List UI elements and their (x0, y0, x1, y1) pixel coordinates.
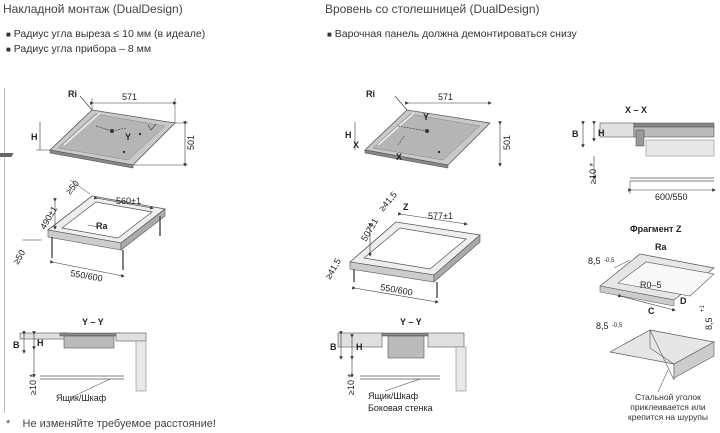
right-hob-radius: Ri (366, 89, 375, 99)
right-hob-depth: 501 (502, 135, 512, 150)
left-cutout-bottom-width: 550/600 (70, 268, 104, 283)
xx-section: X – X B H ≥10 * 600/550 (572, 105, 716, 202)
fragment-caption: Стальной уголок приклеивается или крепит… (628, 392, 708, 422)
left-cutout-corner: Ra (96, 221, 108, 231)
left-hob-section-y: Y (125, 132, 131, 142)
left-section-yy: Y – Y B H ≥10 * Ящик/Шкаф (13, 317, 147, 403)
fragment-c: C (648, 306, 655, 316)
right-cutout-zone: Z (403, 202, 409, 212)
xx-section-h: H (598, 128, 605, 138)
left-section-caption: Ящик/Шкаф (56, 393, 107, 403)
right-hob-section-x1: X (353, 140, 359, 150)
bullet-text: Радиус угла прибора – 8 мм (13, 43, 152, 55)
left-hob-width: 571 (122, 92, 137, 102)
xx-section-b: B (572, 129, 579, 139)
bullet-marker: ■ (6, 30, 11, 39)
bullet-text: Радиус угла выреза ≤ 10 мм (в идеале) (13, 28, 206, 40)
right-section-title: Y – Y (400, 317, 422, 327)
xx-section-width: 600/550 (655, 192, 688, 202)
left-hob-depth: 501 (186, 135, 196, 150)
xx-section-title: X – X (625, 105, 647, 115)
bullet-marker: ■ (327, 30, 332, 39)
left-section-title: Y – Y (82, 317, 104, 327)
footnote-text: Не изменяйте требуемое расстояние! (22, 418, 216, 430)
right-hob-section-y: Y (423, 112, 429, 122)
left-section-h: H (37, 338, 44, 348)
fragment-radius: R0–5 (640, 280, 662, 290)
fragment-dim-bottom: 8,5 (596, 321, 609, 331)
left-cutout-top-margin: ≥50 (64, 178, 81, 196)
left-bullet-2: ■ Радиус угла прибора – 8 мм (6, 43, 151, 55)
fragment-d: D (680, 296, 687, 306)
left-bullet-1: ■ Радиус угла выреза ≤ 10 мм (в идеале) (6, 28, 205, 40)
right-cutout-width: 577±1 (428, 211, 453, 221)
right-hob-section-x2: X (396, 152, 402, 162)
fragment-corner: Ra (655, 242, 667, 252)
footnote-marker: * (6, 418, 11, 430)
right-bullet-1: ■ Варочная панель должна демонтироваться… (327, 28, 577, 40)
fragment-side-tol: +1 (700, 304, 706, 312)
bullet-text: Варочная панель должна демонтироваться с… (334, 28, 577, 40)
xx-section-gap: ≥10 * (588, 163, 598, 184)
margin-rule (4, 88, 5, 413)
fragment-title: Фрагмент Z (630, 224, 682, 234)
left-hob-height: H (31, 132, 38, 142)
footnote: * Не изменяйте требуемое расстояние! (6, 418, 216, 430)
right-heading: Вровень со столешницей (DualDesign) (325, 2, 540, 16)
fragment-z: Фрагмент Z Ra 8,5 -0,5 R0–5 C D 8,5 +1 8… (588, 224, 716, 422)
right-section-gap: ≥10 * (346, 374, 356, 395)
left-section-gap: ≥10 * (28, 374, 38, 395)
right-section-b: B (330, 342, 337, 352)
left-cutout-width: 560±1 (116, 196, 141, 206)
left-cutout-side-margin: ≥50 (11, 248, 27, 266)
left-hob-radius: Ri (68, 89, 77, 99)
right-cutout-top-margin: ≥41,5 (377, 190, 399, 214)
left-hob-view: Ri 571 501 H Y (0, 89, 196, 169)
left-section-b: B (13, 340, 20, 350)
right-section-yy: Y – Y B H ≥10 * Ящик/Шкаф Боковая стенка (330, 317, 467, 413)
right-hob-width: 571 (438, 92, 453, 102)
right-section-caption1: Ящик/Шкаф (368, 391, 419, 401)
right-hob-view: Ri 571 501 H Y X X (345, 89, 512, 169)
fragment-dim-top: 8,5 (588, 256, 601, 266)
right-hob-height: H (345, 130, 352, 140)
fragment-tol-top: -0,5 (604, 258, 615, 264)
left-heading: Накладной монтаж (DualDesign) (3, 2, 183, 16)
fragment-tol-bottom: -0,5 (612, 323, 623, 329)
left-cutout-view: ≥50 490±1 560±1 ≥50 550/600 Ra (11, 178, 166, 284)
right-section-h: H (356, 342, 363, 352)
right-cutout-view: ≥41,5 507±1 577±1 Z ≥41,5 550/600 (323, 190, 481, 304)
bullet-marker: ■ (6, 45, 11, 54)
right-cutout-side-margin: ≥41,5 (323, 257, 343, 281)
fragment-side: 8,5 (704, 317, 714, 330)
right-section-caption2: Боковая стенка (368, 403, 433, 413)
